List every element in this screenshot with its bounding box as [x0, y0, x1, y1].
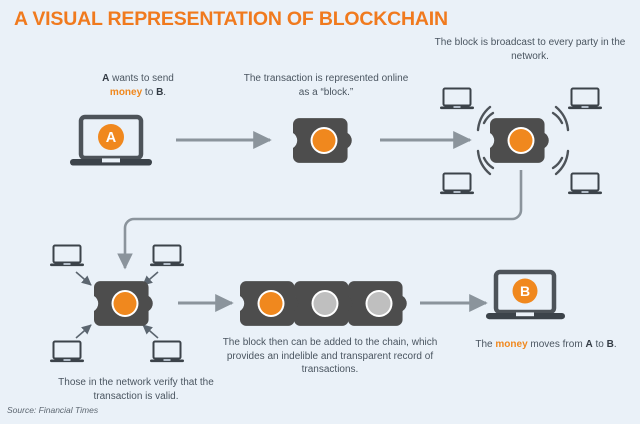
caption-money-mid: moves from: [527, 339, 586, 350]
network-laptop: [50, 244, 84, 268]
caption-money-b: B: [606, 339, 614, 350]
network-laptop: [568, 87, 602, 111]
network-laptop: [440, 172, 474, 196]
caption-chain: The block then can be added to the chain…: [222, 337, 438, 375]
caption-money-prefix: The: [475, 339, 496, 350]
svg-text:A: A: [106, 130, 117, 146]
caption-broadcast: The block is broadcast to every party in…: [434, 37, 626, 62]
caption-money-end: .: [613, 339, 617, 350]
svg-text:B: B: [520, 283, 530, 299]
verify-cluster: [50, 244, 184, 364]
broadcast-cluster: [440, 87, 602, 196]
caption-sender-mid: to: [142, 86, 157, 98]
caption-sender-b: B: [156, 86, 164, 98]
caption-sender: A wants to send money to B.: [78, 72, 198, 99]
chain-block-2-circle: [313, 292, 337, 315]
block-chain: [240, 281, 407, 326]
caption-transaction: The transaction is represented online as…: [243, 73, 409, 98]
page-title: A VISUAL REPRESENTATION OF BLOCKCHAIN: [14, 8, 448, 30]
caption-sender-a: A: [102, 73, 110, 84]
caption-sender-end: .: [163, 86, 167, 98]
chain-block-3-circle: [367, 292, 391, 315]
caption-sender-money: money: [109, 86, 143, 98]
block-transaction: [293, 118, 352, 163]
laptop-b: B: [486, 269, 565, 320]
network-laptop: [150, 340, 184, 364]
network-laptop: [150, 244, 184, 268]
caption-money-a: A: [585, 339, 593, 350]
caption-money-moves: The money moves from A to B.: [466, 338, 626, 352]
network-laptop: [568, 172, 602, 196]
connector-broadcast-to-verify: [117, 170, 523, 270]
laptop-a: A: [70, 114, 152, 166]
caption-money-mid2: to: [592, 339, 607, 350]
caption-sender-rest: wants to send: [109, 73, 174, 84]
network-laptop: [440, 87, 474, 111]
caption-money-word: money: [495, 339, 528, 350]
network-laptop: [50, 340, 84, 364]
chain-block-1-circle: [259, 292, 283, 315]
caption-verify: Those in the network verify that the tra…: [58, 377, 214, 402]
source-credit: Source: Financial Times: [7, 405, 99, 415]
